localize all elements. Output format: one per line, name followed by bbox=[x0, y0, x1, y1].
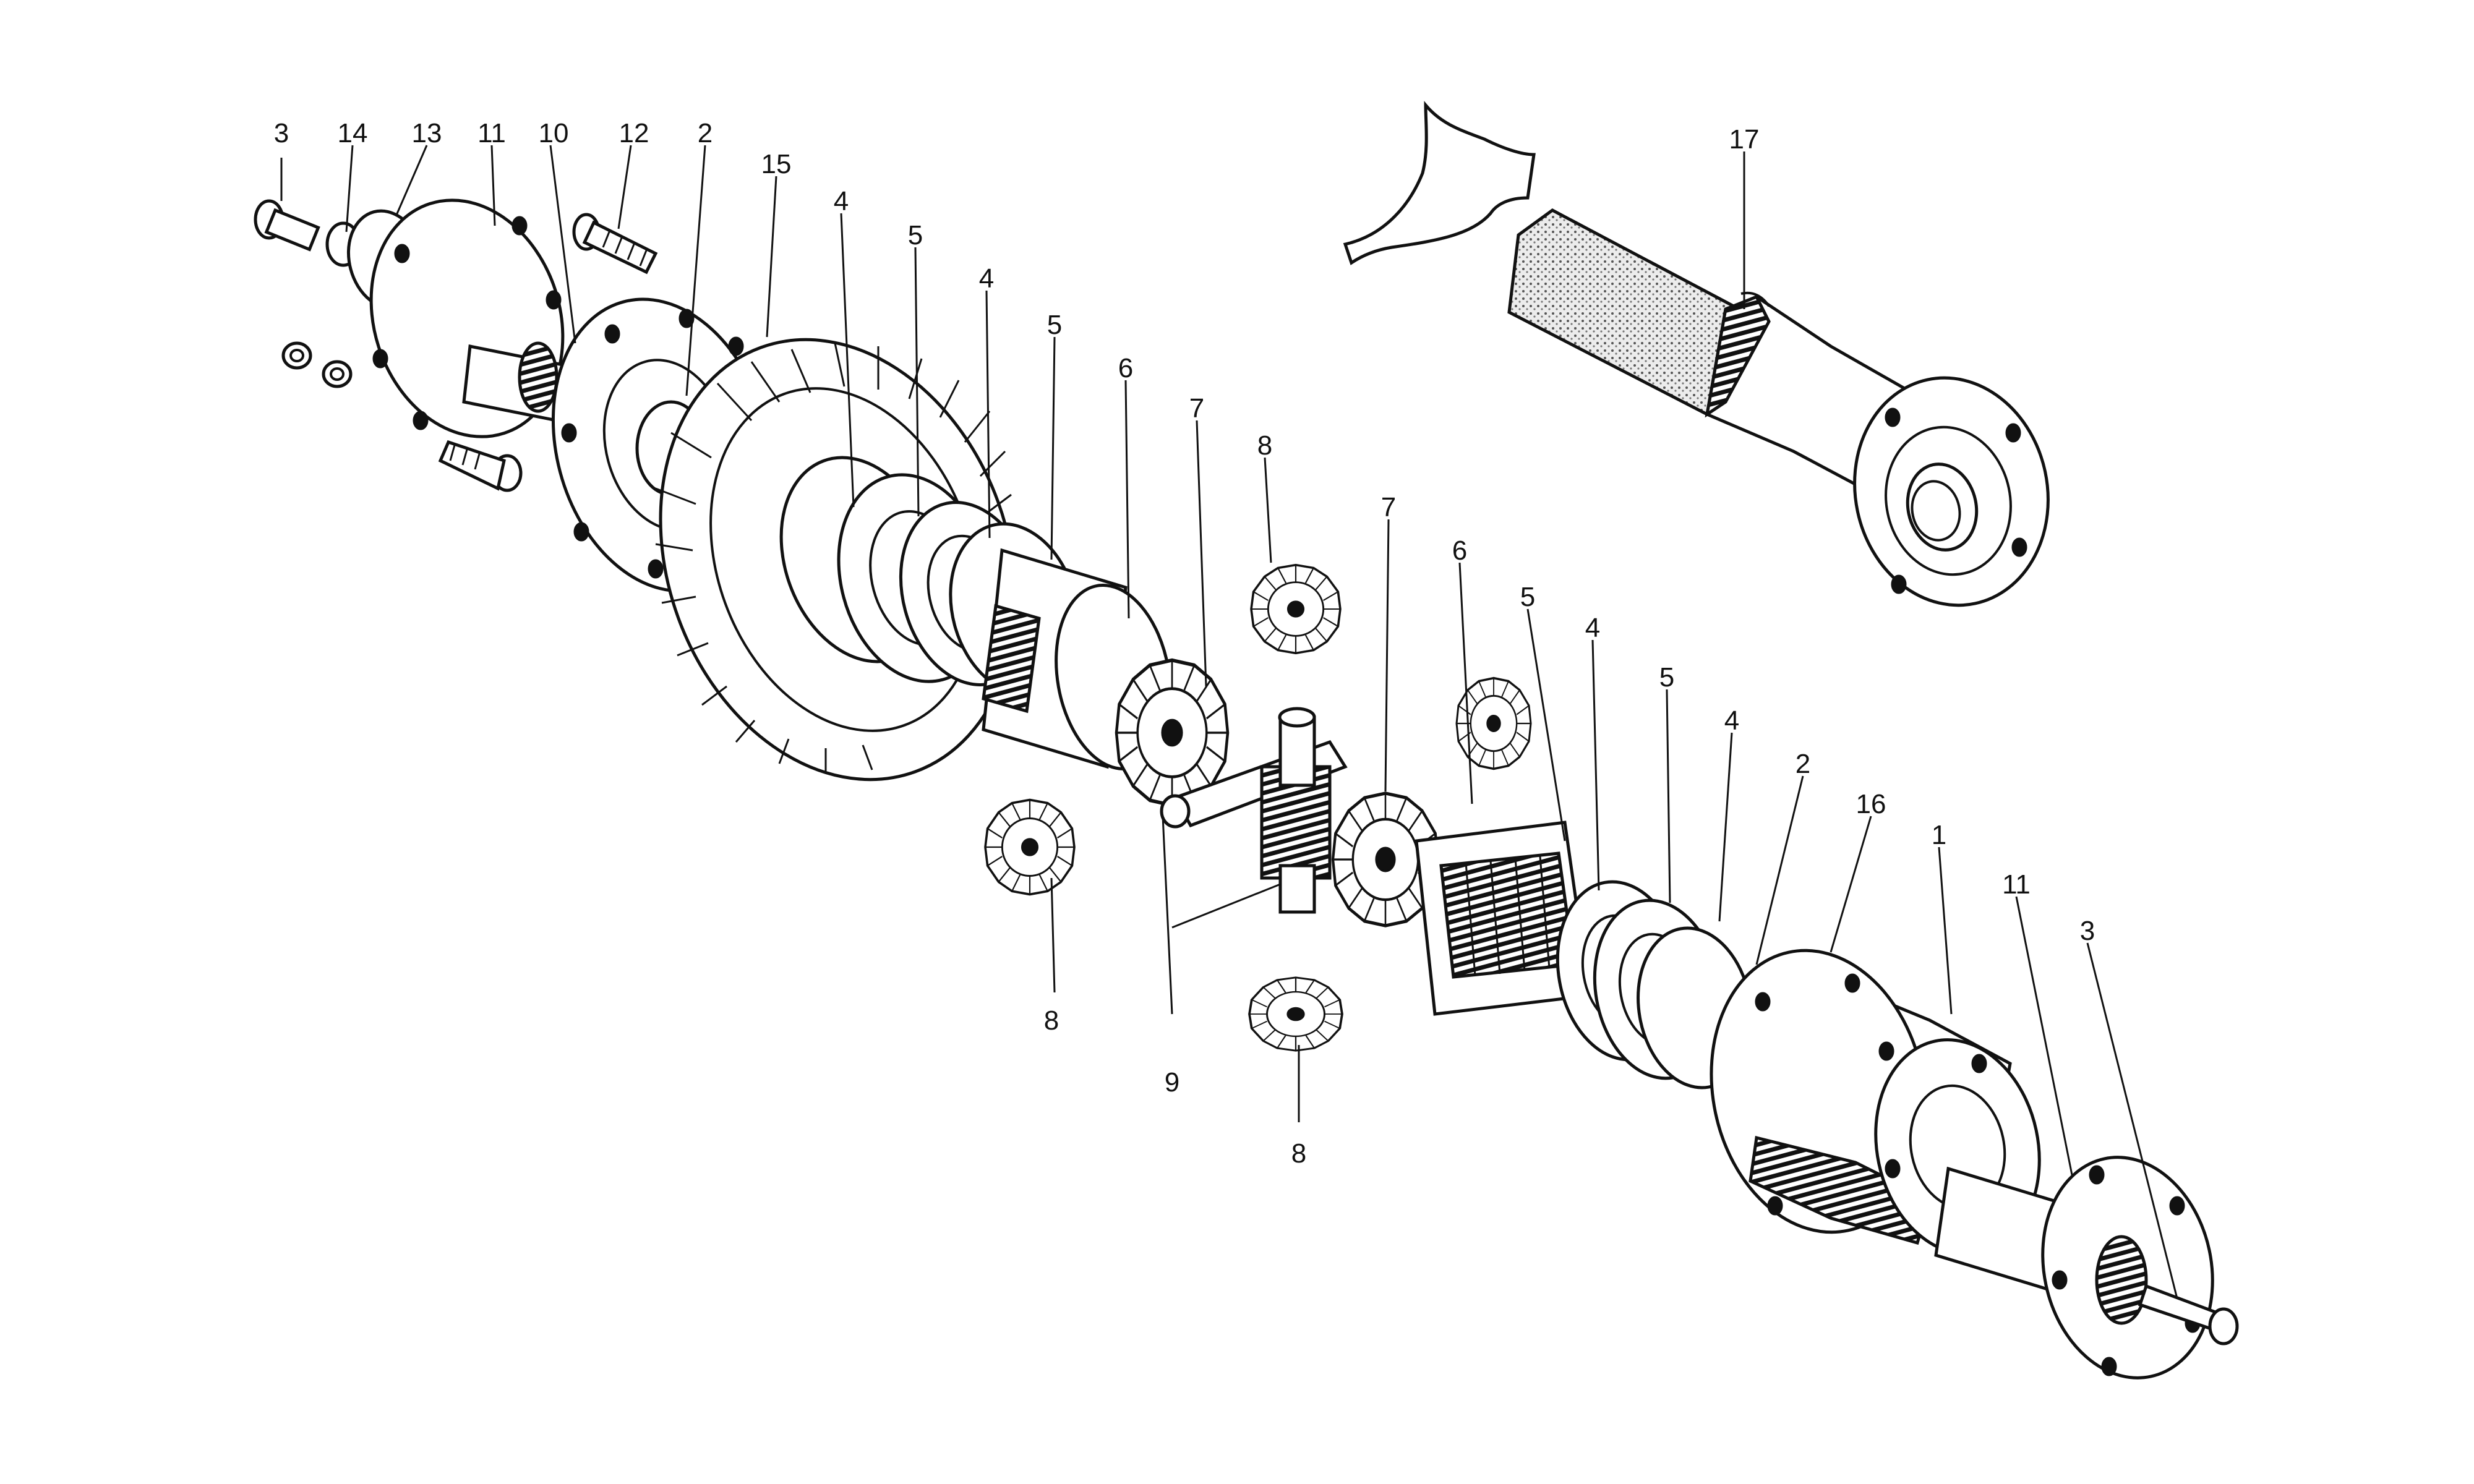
label-4-d: 4 bbox=[1724, 706, 1739, 736]
label-4-a: 4 bbox=[834, 186, 849, 216]
label-1: 1 bbox=[1932, 820, 1946, 850]
label-6-left: 6 bbox=[1118, 353, 1133, 383]
label-3-right: 3 bbox=[2080, 916, 2095, 946]
label-8-bottom: 8 bbox=[1291, 1138, 1306, 1169]
left-stub-axle-assembly bbox=[254, 198, 627, 438]
label-2-right: 2 bbox=[1796, 749, 1810, 779]
label-5-c: 5 bbox=[1520, 582, 1535, 612]
pinion-gear-8-bottom bbox=[1248, 976, 1343, 1052]
label-6-right: 6 bbox=[1452, 535, 1467, 566]
label-9: 9 bbox=[1165, 1067, 1179, 1098]
label-15: 15 bbox=[761, 149, 792, 179]
spider-cross-9 bbox=[1160, 707, 1348, 914]
label-5-d: 5 bbox=[1659, 662, 1674, 693]
callout-labels: 3 14 13 11 10 12 2 15 4 5 4 5 6 7 8 17 7… bbox=[274, 118, 2095, 1169]
label-8-left: 8 bbox=[1044, 1005, 1059, 1036]
pinion-gear-8-top bbox=[1250, 563, 1342, 655]
label-5-b: 5 bbox=[1047, 310, 1062, 340]
leader-lines bbox=[280, 145, 2178, 1299]
label-13: 13 bbox=[412, 118, 442, 148]
label-17: 17 bbox=[1729, 124, 1760, 155]
label-7-left: 7 bbox=[1189, 393, 1204, 424]
label-3-left: 3 bbox=[274, 118, 289, 148]
label-10: 10 bbox=[539, 118, 569, 148]
label-11-left: 11 bbox=[477, 118, 506, 148]
propeller-shaft-17 bbox=[1343, 101, 2050, 607]
label-2-left: 2 bbox=[698, 118, 713, 148]
clutch-plates-right bbox=[1556, 880, 1753, 1090]
label-5-a: 5 bbox=[908, 220, 923, 250]
label-16: 16 bbox=[1856, 789, 1886, 819]
bolts-12 bbox=[438, 213, 658, 492]
label-8-top: 8 bbox=[1257, 430, 1272, 461]
pinion-gear-8-left bbox=[984, 798, 1076, 896]
right-stub-axle-assembly bbox=[1934, 1156, 2239, 1380]
label-12: 12 bbox=[619, 118, 649, 148]
label-11-right: 11 bbox=[2002, 869, 2031, 900]
label-14: 14 bbox=[338, 118, 368, 148]
label-7-right: 7 bbox=[1381, 492, 1396, 522]
label-4-b: 4 bbox=[979, 263, 994, 294]
label-4-c: 4 bbox=[1585, 613, 1600, 643]
